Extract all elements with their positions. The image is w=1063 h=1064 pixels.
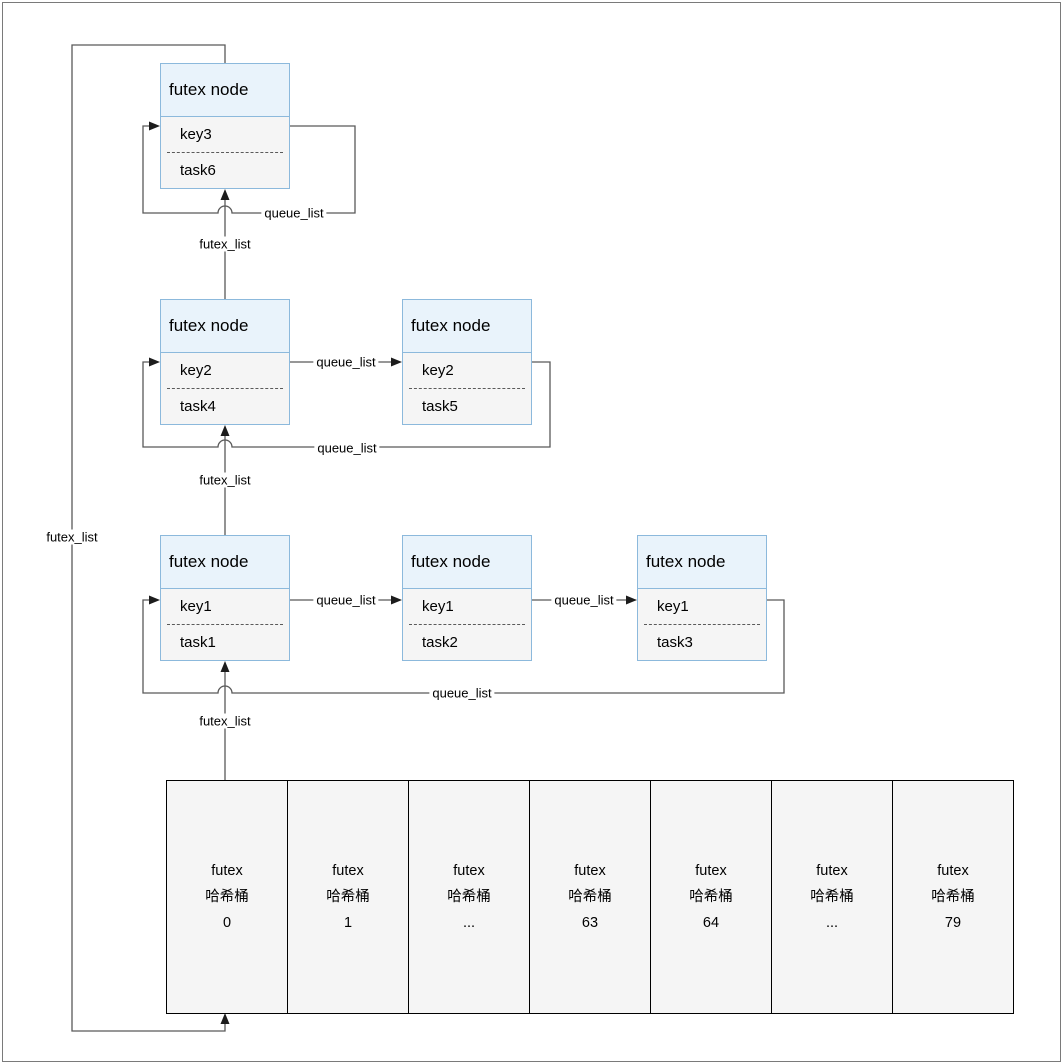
arrowhead-right-row2-loop <box>149 357 160 367</box>
node-divider <box>644 624 760 625</box>
futex-node-task2: futex node key1 task2 <box>402 535 532 661</box>
futex-node-task: task2 <box>422 634 458 651</box>
hash-bucket-array: futex 哈希桶 0 futex 哈希桶 1 futex 哈希桶 ... fu… <box>166 780 1014 1014</box>
bucket-index: 79 <box>944 915 962 931</box>
node-divider <box>167 388 283 389</box>
bucket-line1: futex <box>695 863 727 879</box>
queue-list-label-row3-loop: queue_list <box>429 685 495 701</box>
hash-bucket-cell-64: futex 哈希桶 64 <box>650 780 772 1014</box>
futex-list-label-row1: futex_list <box>196 236 254 252</box>
queue-list-label-row2-loop: queue_list <box>314 440 380 456</box>
futex-node-key: key1 <box>422 598 454 615</box>
futex-node-task: task5 <box>422 398 458 415</box>
arrowhead-right-row2-link <box>391 357 402 367</box>
futex-node-task1: futex node key1 task1 <box>160 535 290 661</box>
hash-bucket-cell-0: futex 哈希桶 0 <box>166 780 288 1014</box>
arrowhead-right-row1 <box>149 121 160 131</box>
queue-list-label-row1-loop: queue_list <box>261 205 327 221</box>
bucket-index: 64 <box>702 915 720 931</box>
arrowhead-right-row3-link1 <box>391 595 402 605</box>
futex-list-label-row3: futex_list <box>196 713 254 729</box>
futex-node-key: key1 <box>657 598 689 615</box>
bucket-line1: futex <box>816 863 848 879</box>
node-divider <box>409 624 525 625</box>
arrowhead-right-row3-loop <box>149 595 160 605</box>
futex-list-label-left-loop: futex_list <box>43 529 101 545</box>
queue-list-loop-row2 <box>142 361 551 448</box>
futex-node-task5: futex node key2 task5 <box>402 299 532 425</box>
futex-node-key: key3 <box>180 126 212 143</box>
bucket-line1: futex <box>937 863 969 879</box>
hash-bucket-cell-ellipsis-left: futex 哈希桶 ... <box>408 780 530 1014</box>
bucket-line2: 哈希桶 <box>810 889 854 905</box>
futex-node-title: futex node <box>638 536 766 589</box>
bucket-index: 0 <box>222 915 232 931</box>
hash-bucket-cell-79: futex 哈希桶 79 <box>892 780 1014 1014</box>
queue-list-label-row3-link2: queue_list <box>551 592 617 608</box>
futex-node-task: task4 <box>180 398 216 415</box>
arrowhead-up-row1 <box>220 189 230 200</box>
futex-node-key: key2 <box>180 362 212 379</box>
futex-list-label-row2: futex_list <box>196 472 254 488</box>
futex-node-key: key1 <box>180 598 212 615</box>
futex-node-task: task6 <box>180 162 216 179</box>
bucket-line1: futex <box>332 863 364 879</box>
queue-list-loop-row3 <box>142 599 785 694</box>
futex-node-title: futex node <box>161 536 289 589</box>
bucket-line2: 哈希桶 <box>568 889 612 905</box>
bucket-line1: futex <box>453 863 485 879</box>
futex-node-task: task1 <box>180 634 216 651</box>
bucket-line2: 哈希桶 <box>689 889 733 905</box>
bucket-line2: 哈希桶 <box>326 889 370 905</box>
hash-bucket-cell-63: futex 哈希桶 63 <box>529 780 651 1014</box>
futex-node-task6: futex node key3 task6 <box>160 63 290 189</box>
futex-node-title: futex node <box>161 300 289 353</box>
queue-list-label-row3-link1: queue_list <box>313 592 379 608</box>
node-divider <box>167 624 283 625</box>
bucket-index: 1 <box>343 915 353 931</box>
futex-node-task3: futex node key1 task3 <box>637 535 767 661</box>
futex-node-title: futex node <box>161 64 289 117</box>
node-divider <box>409 388 525 389</box>
queue-list-loop-row1 <box>142 125 356 214</box>
arrowhead-up-row2 <box>220 425 230 436</box>
node-divider <box>167 152 283 153</box>
arrowhead-up-row3 <box>220 661 230 672</box>
bucket-line1: futex <box>574 863 606 879</box>
bucket-line1: futex <box>211 863 243 879</box>
bucket-line2: 哈希桶 <box>931 889 975 905</box>
bucket-line2: 哈希桶 <box>205 889 249 905</box>
hash-bucket-cell-1: futex 哈希桶 1 <box>287 780 409 1014</box>
futex-node-title: futex node <box>403 536 531 589</box>
futex-node-title: futex node <box>403 300 531 353</box>
bucket-index: ... <box>825 915 839 931</box>
futex-node-task: task3 <box>657 634 693 651</box>
bucket-index: ... <box>462 915 476 931</box>
arrowhead-right-row3-link2 <box>626 595 637 605</box>
bucket-index: 63 <box>581 915 599 931</box>
arrowhead-up-bucket <box>220 1013 230 1024</box>
futex-node-key: key2 <box>422 362 454 379</box>
queue-list-label-row2-link: queue_list <box>313 354 379 370</box>
futex-node-task4: futex node key2 task4 <box>160 299 290 425</box>
bucket-line2: 哈希桶 <box>447 889 491 905</box>
hash-bucket-cell-ellipsis-right: futex 哈希桶 ... <box>771 780 893 1014</box>
